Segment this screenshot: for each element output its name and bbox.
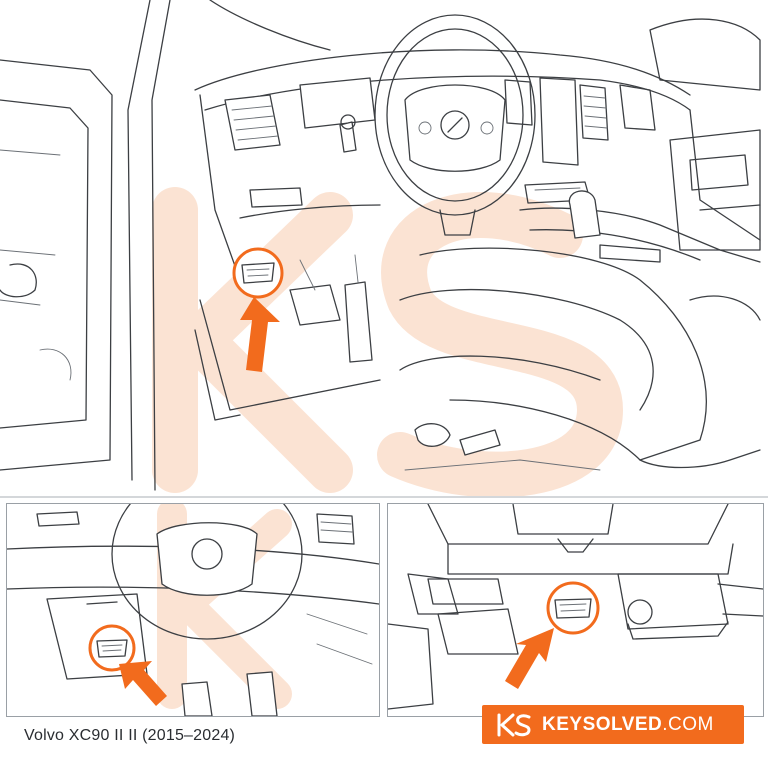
vehicle-caption: Volvo XC90 II II (2015–2024)	[24, 727, 236, 744]
obd-port-callout-main	[232, 247, 284, 372]
keysolved-logo-icon	[497, 713, 531, 736]
center-console	[519, 190, 761, 263]
door-frame	[0, 59, 113, 471]
interior-illustration	[0, 0, 761, 497]
obd-port-callout-inset-right	[505, 581, 600, 689]
inset-dash-view	[6, 503, 380, 717]
passenger-door	[649, 18, 761, 251]
brand-badge: KEYSOLVED.COM	[482, 705, 744, 744]
dashboard	[194, 49, 761, 281]
steering-wheel	[374, 14, 536, 236]
brand-name: KEYSOLVED.COM	[542, 714, 714, 736]
footwell	[194, 254, 381, 421]
arrow-up-icon	[240, 297, 280, 372]
arrow-up-left-icon	[119, 661, 167, 706]
column-stalk	[339, 114, 357, 153]
a-pillar	[127, 0, 331, 491]
brand-name-suffix: .COM	[662, 713, 714, 735]
panel-divider	[0, 496, 768, 498]
brand-name-bold: KEYSOLVED	[542, 713, 663, 735]
arrow-up-right-icon	[505, 628, 554, 689]
driver-seat	[399, 247, 761, 471]
inset-left-illustration	[7, 504, 379, 716]
inset-right-illustration	[388, 504, 763, 710]
obd-port-callout-inset-left	[88, 624, 167, 706]
inset-under-dash-view	[387, 503, 764, 717]
main-interior-view	[0, 0, 761, 497]
watermark-logo	[152, 187, 623, 497]
inset-right-under-dash	[388, 504, 763, 710]
inset-left-dash	[7, 504, 379, 716]
